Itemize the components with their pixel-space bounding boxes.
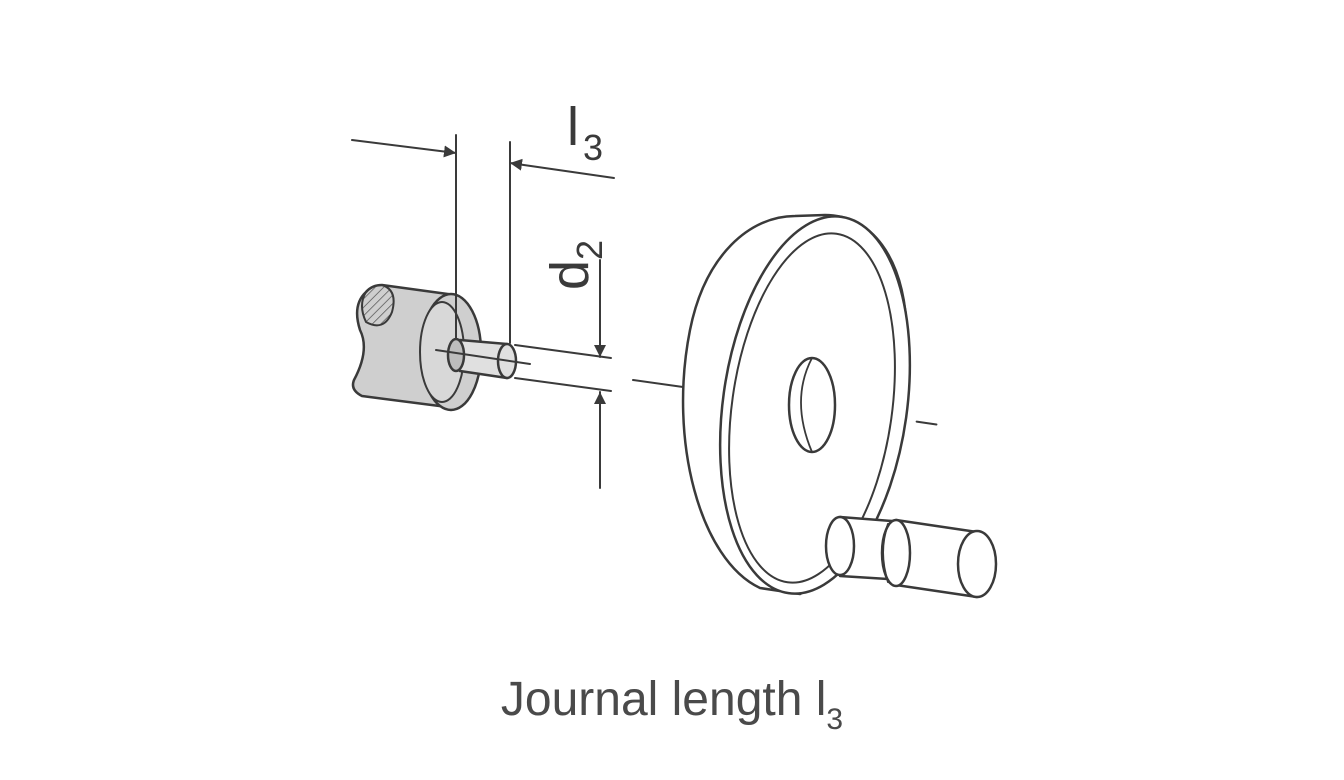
caption-text: Journal length l (500, 673, 827, 726)
handwheel-rim (728, 232, 896, 584)
shaft-break-hatch (361, 284, 395, 327)
label-l3-main: l (567, 97, 579, 157)
handle (824, 515, 998, 599)
dimension-d2 (514, 259, 612, 489)
handle-end-face (956, 529, 998, 599)
caption-subscript: 3 (826, 703, 844, 736)
handwheel-bore (787, 356, 837, 454)
label-d2-sub: 2 (569, 240, 610, 260)
dimension-labels: l 3 d 2 (540, 97, 610, 290)
dimension-l3 (351, 134, 615, 344)
caption: Journal length l3 (0, 672, 1344, 737)
label-d2-main: d (540, 260, 600, 290)
label-l3-sub: 3 (583, 127, 603, 168)
handwheel (681, 213, 912, 596)
